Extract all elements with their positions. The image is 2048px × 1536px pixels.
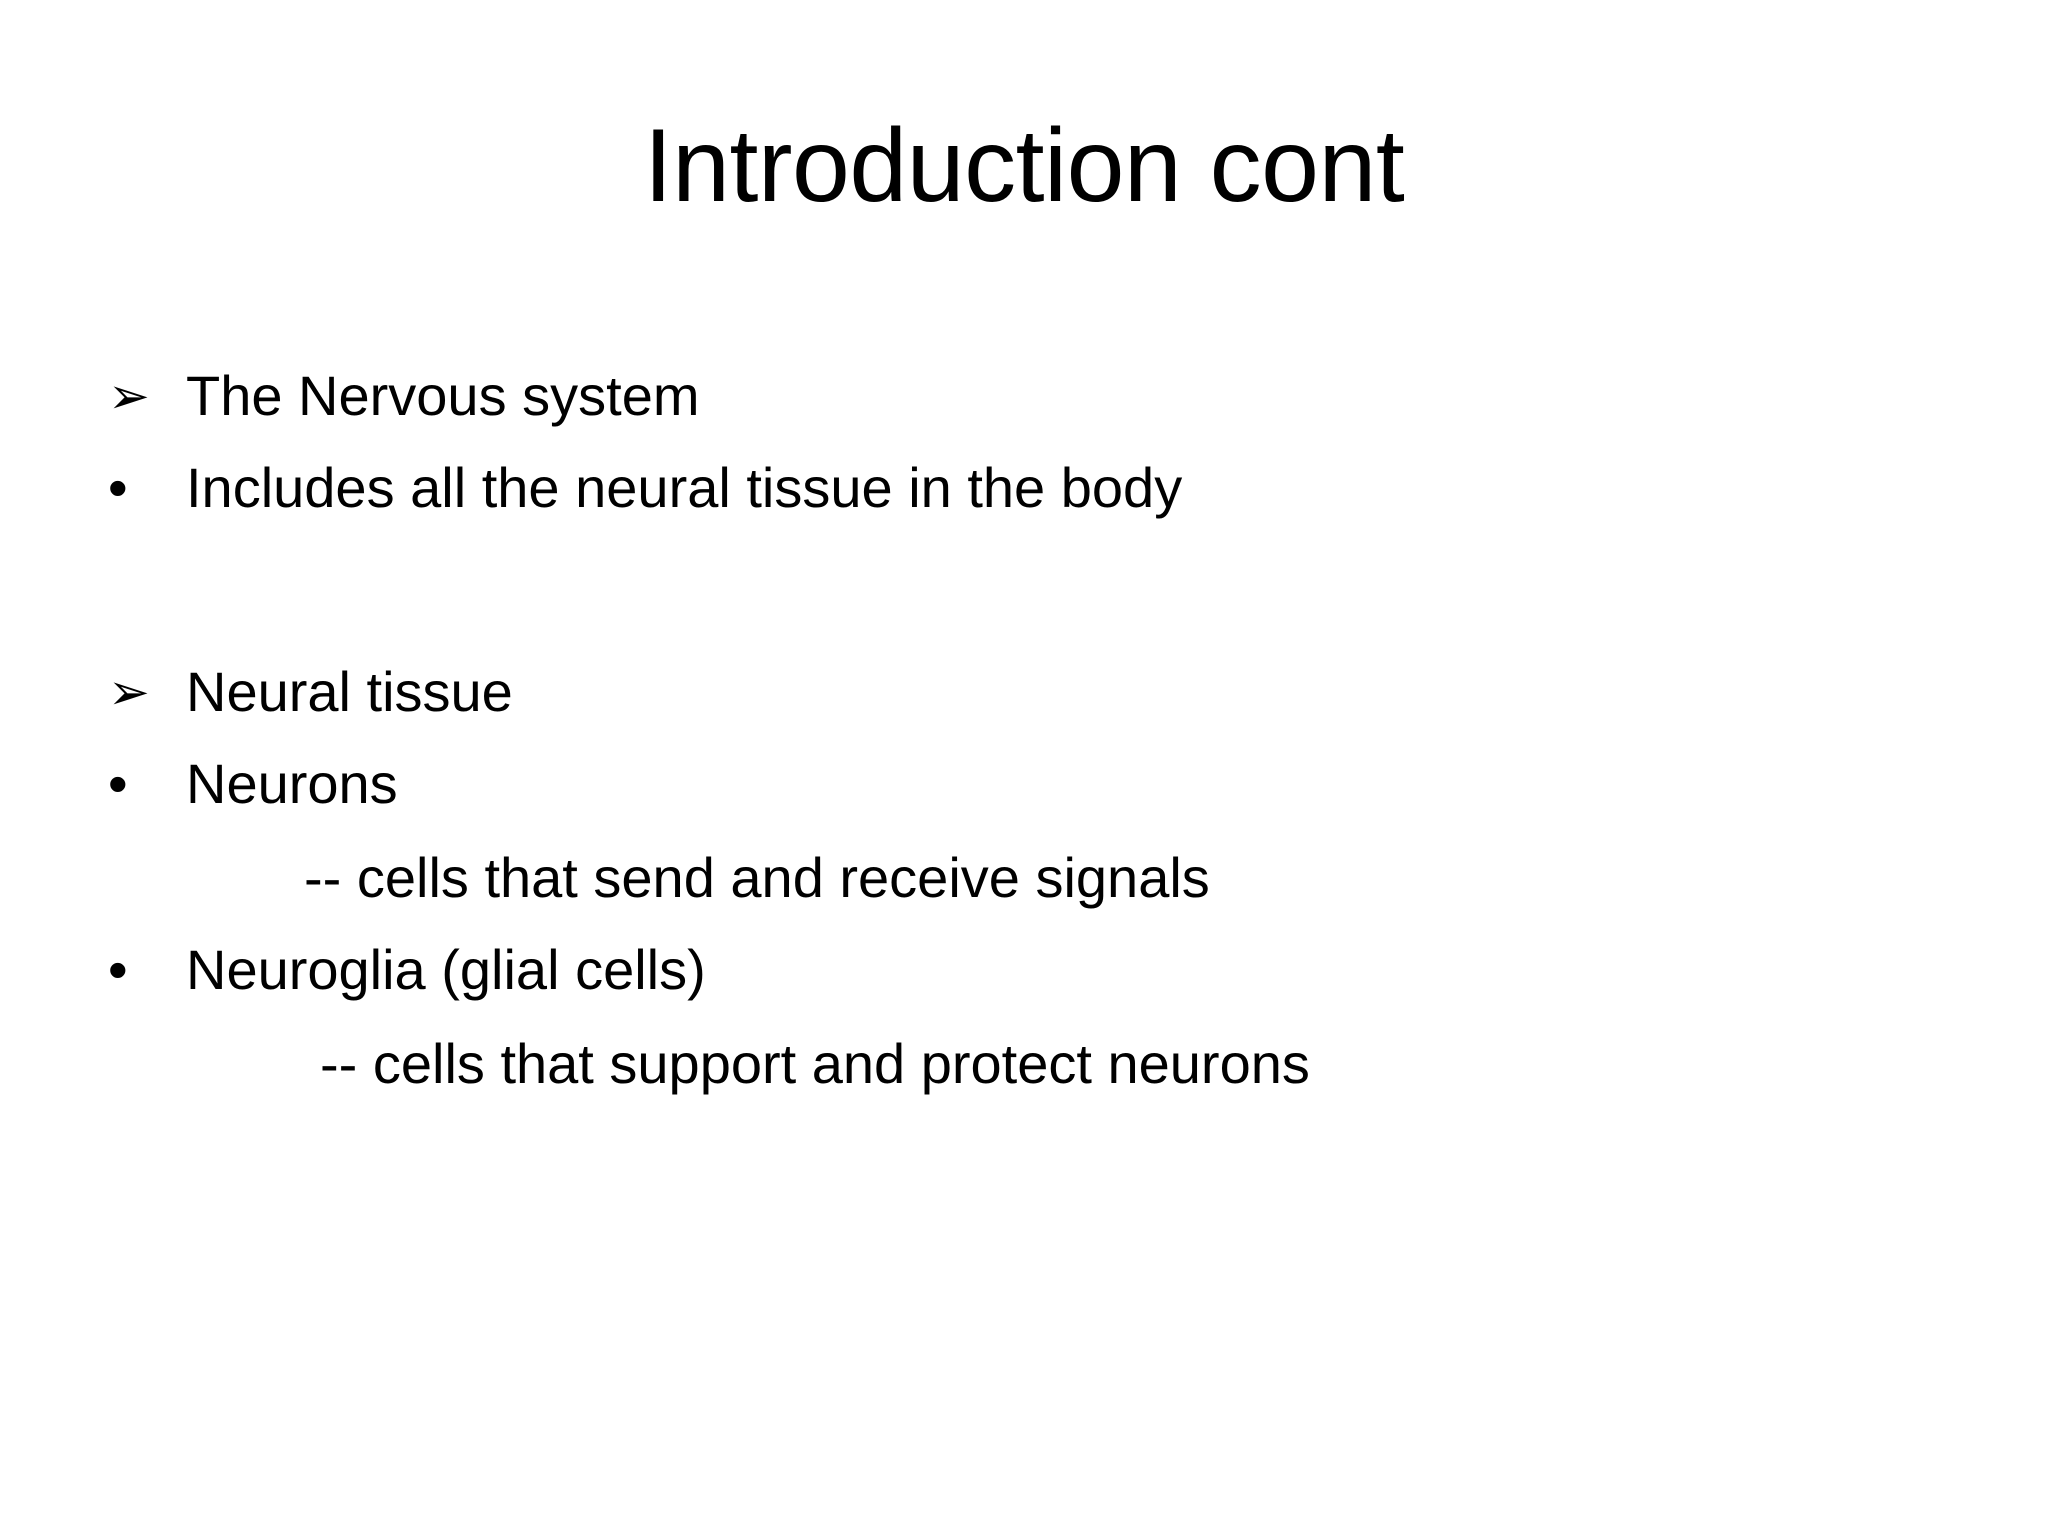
slide-title: Introduction cont bbox=[643, 108, 1405, 224]
list-item[interactable]: • Neuroglia (glial cells) bbox=[108, 942, 1968, 998]
list-item[interactable]: • Neurons bbox=[108, 756, 1968, 812]
list-item-label: The Nervous system bbox=[186, 364, 700, 427]
list-item-label: Includes all the neural tissue in the bo… bbox=[186, 456, 1183, 519]
list-item[interactable]: ➢ Neural tissue bbox=[108, 664, 1968, 720]
arrowhead-bullet-icon: ➢ bbox=[108, 664, 150, 720]
slide-body-list: ➢ The Nervous system • Includes all the … bbox=[108, 368, 1968, 1092]
list-item-label: Neurons bbox=[186, 752, 398, 815]
list-item-label: Neural tissue bbox=[186, 660, 513, 723]
round-bullet-icon: • bbox=[108, 938, 128, 1001]
list-item-subnote: -- cells that support and protect neuron… bbox=[320, 1032, 1310, 1095]
list-item[interactable]: • Includes all the neural tissue in the … bbox=[108, 460, 1968, 516]
list-item[interactable]: ➢ The Nervous system bbox=[108, 368, 1968, 424]
list-item-label: Neuroglia (glial cells) bbox=[186, 938, 706, 1001]
arrowhead-bullet-icon: ➢ bbox=[108, 368, 150, 424]
round-bullet-icon: • bbox=[108, 456, 128, 519]
round-bullet-icon: • bbox=[108, 752, 128, 815]
list-item-subnote: -- cells that send and receive signals bbox=[304, 846, 1210, 909]
